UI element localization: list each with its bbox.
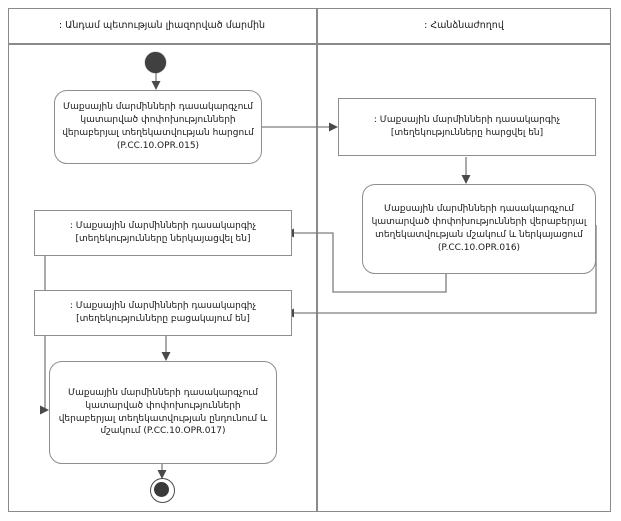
lane-header-right: : Հանձնաժողով — [424, 20, 504, 31]
signal-node-info-presented[interactable]: : Մաքսային մարմինների դասակարգիչ [տեղեկո… — [34, 210, 292, 256]
lane-divider — [316, 8, 318, 512]
action-node-opr-017[interactable]: Մաքսային մարմինների դասակարգչում կատարվա… — [49, 361, 277, 464]
action-node-opr-015[interactable]: Մաքսային մարմինների դասակարգչում կատարվա… — [54, 90, 262, 164]
final-node — [150, 478, 175, 503]
lane-header-left: : Անդամ պետության լիազորված մարմին — [58, 20, 266, 31]
action-node-opr-017-label: Մաքսային մարմինների դասակարգչում կատարվա… — [58, 387, 268, 437]
signal-node-info-missing-label: : Մաքսային մարմինների դասակարգիչ [տեղեկո… — [69, 301, 257, 324]
signal-node-info-requested[interactable]: : Մաքսային մարմինների դասակարգիչ [տեղեկո… — [338, 98, 596, 156]
signal-node-info-requested-label: : Մաքսային մարմինների դասակարգիչ [տեղեկո… — [373, 115, 561, 138]
signal-node-info-missing[interactable]: : Մաքսային մարմինների դասակարգիչ [տեղեկո… — [34, 290, 292, 336]
action-node-opr-015-label: Մաքսային մարմինների դասակարգչում կատարվա… — [62, 102, 254, 151]
action-node-opr-016-label: Մաքսային մարմինների դասակարգչում կատարվա… — [371, 204, 587, 253]
lane-header-rule — [8, 43, 611, 45]
initial-node — [145, 52, 166, 73]
action-node-opr-016[interactable]: Մաքսային մարմինների դասակարգչում կատարվա… — [362, 184, 596, 274]
signal-node-info-presented-label: : Մաքսային մարմինների դասակարգիչ [տեղեկո… — [69, 221, 257, 244]
